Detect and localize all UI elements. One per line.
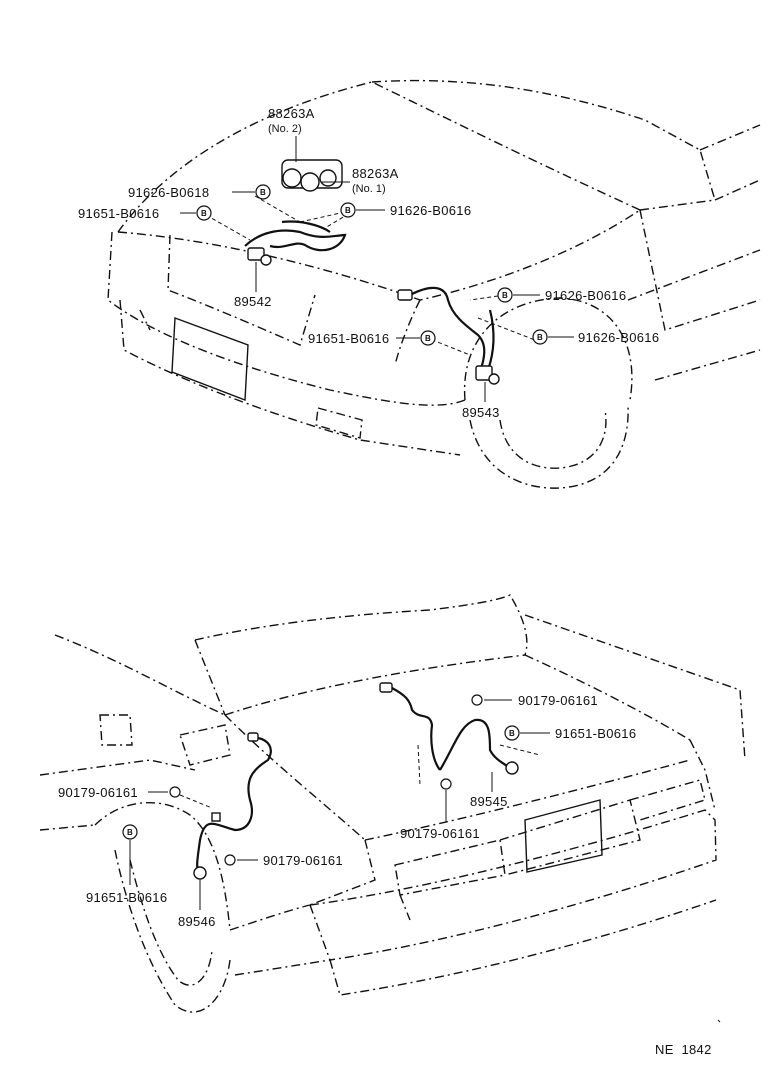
bolt-marker-b: B — [196, 205, 212, 221]
label-89542: 89542 — [234, 262, 272, 309]
label-clip-90179-06161-b: 90179-06161 — [58, 785, 181, 800]
svg-text:B: B — [537, 333, 543, 342]
bolt-marker-b: B — [122, 824, 138, 840]
svg-text:91651-B0616: 91651-B0616 — [555, 726, 636, 741]
svg-text:88263A: 88263A — [268, 106, 315, 121]
label-88263a-no2: 88263A (No. 2) — [268, 106, 315, 162]
clip-icon — [169, 786, 181, 798]
svg-text:89545: 89545 — [470, 794, 508, 809]
rear-car-outline — [39, 594, 746, 1013]
clip-icon — [224, 854, 236, 866]
svg-text:90179-06161: 90179-06161 — [400, 826, 480, 841]
svg-text:90179-06161: 90179-06161 — [518, 693, 598, 708]
svg-text:B: B — [201, 209, 207, 218]
bolt-marker-b: B — [504, 725, 520, 741]
svg-text:91626-B0616: 91626-B0616 — [578, 330, 659, 345]
svg-text:91626-B0616: 91626-B0616 — [545, 288, 626, 303]
bolt-marker-b: B — [532, 329, 548, 345]
rear-left-sensor-harness — [179, 732, 272, 880]
label-bolt-91626-b0618: 91626-B0618 B — [128, 184, 271, 200]
label-clip-90179-06161-a: 90179-06161 — [471, 693, 598, 708]
svg-text:B: B — [127, 828, 133, 837]
svg-text:89543: 89543 — [462, 405, 500, 420]
svg-text:91626-B0616: 91626-B0616 — [390, 203, 471, 218]
svg-text:88263A: 88263A — [352, 166, 399, 181]
bolt-marker-b: B — [340, 202, 356, 218]
svg-text:B: B — [345, 206, 351, 215]
label-89546: 89546 — [178, 880, 216, 929]
svg-text:91651-B0616: 91651-B0616 — [86, 890, 167, 905]
svg-text:B: B — [425, 334, 431, 343]
rear-right-sensor-harness — [379, 682, 541, 786]
label-bolt-91626-b0616-b: B 91626-B0616 — [497, 287, 626, 303]
svg-text:89546: 89546 — [178, 914, 216, 929]
label-89545: 89545 — [470, 772, 508, 809]
label-bolt-91651-b0616-c: B 91651-B0616 — [504, 725, 636, 741]
svg-text:89542: 89542 — [234, 294, 272, 309]
clip-icon — [440, 778, 452, 790]
svg-text:(No. 1): (No. 1) — [352, 183, 386, 195]
label-bolt-91651-b0616-b: 91651-B0616 B — [308, 330, 436, 346]
label-88263a-no1: 88263A (No. 1) — [322, 166, 399, 195]
svg-text:90179-06161: 90179-06161 — [58, 785, 138, 800]
svg-text:B: B — [509, 729, 515, 738]
label-clip-90179-06161-c: 90179-06161 — [400, 778, 480, 841]
svg-text:91626-B0618: 91626-B0618 — [128, 185, 209, 200]
front-car-outline — [107, 79, 761, 489]
front-right-sensor-harness — [397, 286, 536, 385]
label-bolt-91626-b0616-a: B 91626-B0616 — [340, 202, 471, 218]
front-left-sensor-harness — [244, 220, 347, 266]
bolt-marker-b: B — [420, 330, 436, 346]
label-bolt-91651-b0616-a: 91651-B0616 B — [78, 205, 212, 221]
bolt-marker-b: B — [497, 287, 513, 303]
label-clip-90179-06161-d: 90179-06161 — [224, 853, 343, 868]
svg-text:B: B — [502, 291, 508, 300]
label-bolt-91651-b0616-d: B 91651-B0616 — [86, 824, 167, 905]
svg-text:91651-B0616: 91651-B0616 — [78, 206, 159, 221]
label-bolt-91626-b0616-c: B 91626-B0616 — [532, 329, 659, 345]
bolt-marker-b: B — [255, 184, 271, 200]
label-89543: 89543 — [462, 382, 500, 420]
clip-icon — [471, 694, 483, 706]
svg-text:(No. 2): (No. 2) — [268, 123, 302, 135]
svg-text:90179-06161: 90179-06161 — [263, 853, 343, 868]
svg-text:91651-B0616: 91651-B0616 — [308, 331, 389, 346]
svg-text:B: B — [260, 188, 266, 197]
figure-code: NE 1842 — [655, 1042, 712, 1057]
